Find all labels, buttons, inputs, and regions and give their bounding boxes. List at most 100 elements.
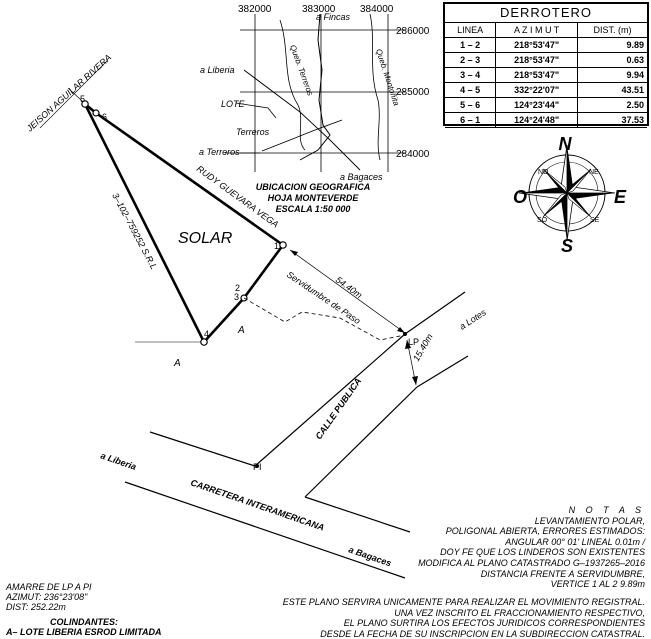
compass-o: O: [513, 187, 527, 207]
cell-dist: 2.50: [578, 98, 648, 113]
vertex-markers: [82, 101, 286, 345]
disclaimer-line: ESTE PLANO SERVIRA UNICAMENTE PARA REALI…: [225, 597, 645, 608]
compass-se: SE: [590, 217, 600, 224]
compass-rose-icon: [519, 145, 615, 241]
compass-e: E: [614, 187, 627, 207]
amarre-line: AMARRE DE LP A PI: [6, 582, 92, 592]
map-coord-x1: 382000: [238, 4, 272, 15]
lot-polygon: [85, 104, 283, 342]
cell-dist: 43.51: [578, 83, 648, 98]
table-row: 4 – 5 332°22'07" 43.51: [445, 83, 647, 98]
header-dist: DIST. (m): [578, 23, 648, 38]
servidumbre-label: Servidumbre de Paso: [285, 269, 362, 326]
table-row: 3 – 4 218°53'47" 9.94: [445, 68, 647, 83]
amarre-block: AMARRE DE LP A PI AZIMUT: 236°23'08" DIS…: [6, 582, 92, 612]
compass-n: N: [559, 134, 573, 154]
map-caption-2: HOJA MONTEVERDE: [268, 193, 360, 203]
amarre-line: DIST: 252.22m: [6, 602, 92, 612]
arrowhead-icon: [412, 376, 418, 385]
map-coord-x3: 384000: [360, 4, 394, 15]
lotes-road-north-edge: [405, 292, 465, 334]
cell-azimut: 124°23'44": [496, 98, 578, 113]
lotes-road-south-edge: [417, 356, 468, 387]
vertex-label-6: 6: [102, 112, 107, 122]
cell-azimut: 218°53'47": [496, 38, 578, 53]
map-label-liberia: a Liberia: [200, 65, 235, 75]
map-caption-3: ESCALA 1:50 000: [276, 204, 351, 214]
map-label-terreros: Terreros: [236, 127, 270, 137]
cell-linea: 2 – 3: [445, 53, 496, 68]
disclaimer-block: ESTE PLANO SERVIRA UNICAMENTE PARA REALI…: [225, 597, 645, 639]
calle-publica-west-edge: [255, 334, 405, 466]
colindantes-block: COLINDANTES: A– LOTE LIBERIA ESROD LIMIT…: [6, 617, 162, 637]
table-row: 2 – 3 218°53'47" 0.63: [445, 53, 647, 68]
cell-linea: 3 – 4: [445, 68, 496, 83]
compass-no: NO: [538, 169, 549, 176]
header-linea: LINEA: [445, 23, 496, 38]
cell-linea: 1 – 2: [445, 38, 496, 53]
notes-line: DOY FE QUE LOS LINDEROS SON EXISTENTES: [305, 547, 645, 558]
vertex-label-5: 5: [80, 94, 85, 104]
notes-line: DISTANCIA FRENTE A SERVIDUMBRE,: [305, 569, 645, 580]
compass-ne: NE: [589, 169, 599, 176]
vertex-6: [93, 110, 99, 116]
map-label-a-terreros: a Terreros: [199, 147, 240, 157]
derrotero-grid: LINEA A Z I M U T DIST. (m) 1 – 2 218°53…: [445, 23, 647, 128]
map-label-bagaces: a Bagaces: [340, 172, 383, 182]
cell-dist: 9.94: [578, 68, 648, 83]
calle-publica-east-edge: [305, 387, 417, 497]
solar-label: SOLAR: [178, 230, 233, 247]
header-azimut: A Z I M U T: [496, 23, 578, 38]
map-label-queb-terreros: Queb. Terreros: [288, 44, 315, 97]
notes-line: VERTICE 1 AL 2 9.89m: [305, 579, 645, 590]
map-label-fincas: a Fincas: [316, 12, 351, 22]
notes-line: ANGULAR 00° 01' LINEAL 0.01m /: [305, 537, 645, 548]
cell-linea: 5 – 6: [445, 98, 496, 113]
a-liberia-label: a Liberia: [99, 450, 137, 472]
amarre-line: AZIMUT: 236°23'08": [6, 592, 92, 602]
map-caption-1: UBICACION GEOGRAFICA: [256, 182, 371, 192]
notes-line: POLIGONAL ABIERTA, ERRORES ESTIMADOS:: [305, 526, 645, 537]
cell-dist: 37.53: [578, 113, 648, 128]
disclaimer-line: EL PLANO SURTIRA LOS EFECTOS JURIDICOS C…: [225, 618, 645, 629]
pi-label: PI: [253, 462, 262, 472]
cell-linea: 6 – 1: [445, 113, 496, 128]
cell-azimut: 218°53'47": [496, 53, 578, 68]
label-a-2: A: [237, 325, 245, 336]
dimension-54-label: 54.40m: [334, 275, 365, 301]
notes-line: MODIFICA AL PLANO CATASTRADO G–1937265–2…: [305, 558, 645, 569]
a-lotes-label: a Lotes: [458, 307, 489, 332]
cell-azimut: 332°22'07": [496, 83, 578, 98]
notes-line: LEVANTAMIENTO POLAR,: [305, 516, 645, 527]
colindantes-title: COLINDANTES:: [6, 617, 162, 627]
cell-azimut: 124°24'48": [496, 113, 578, 128]
vertex-1: [280, 242, 286, 248]
table-row: 5 – 6 124°23'44" 2.50: [445, 98, 647, 113]
notes-title: N O T A S: [305, 505, 645, 516]
neighbor-north-label: JEISON AGUILAR RIVERA: [24, 52, 113, 134]
derrotero-table: DERROTERO LINEA A Z I M U T DIST. (m) 1 …: [443, 2, 649, 126]
map-coord-y1: 286000: [396, 26, 430, 37]
disclaimer-line: DESDE LA FECHA DE SU INSCRIPCION EN LA S…: [225, 629, 645, 639]
carretera-north-edge-west: [150, 432, 255, 466]
label-a-1: A: [173, 358, 181, 369]
compass-s: S: [561, 236, 573, 256]
compass-so: SO: [537, 217, 548, 224]
vertex-4: [201, 339, 207, 345]
cell-dist: 9.89: [578, 38, 648, 53]
vertex-label-4: 4: [204, 329, 209, 339]
lp-label: LP: [408, 337, 419, 347]
derrotero-title: DERROTERO: [445, 4, 647, 23]
notes-block: N O T A S LEVANTAMIENTO POLAR, POLIGONAL…: [305, 505, 645, 590]
cell-linea: 4 – 5: [445, 83, 496, 98]
disclaimer-line: UNA VEZ INSCRITO EL FRACCIONAMIENTO RESP…: [225, 608, 645, 619]
table-row: 6 – 1 124°24'48" 37.53: [445, 113, 647, 128]
table-row: 1 – 2 218°53'47" 9.89: [445, 38, 647, 53]
cell-dist: 0.63: [578, 53, 648, 68]
vertex-label-3: 3: [234, 292, 239, 302]
map-label-lote: LOTE: [221, 99, 246, 109]
map-coord-y2: 285000: [396, 87, 430, 98]
vertex-label-1: 1: [274, 241, 279, 251]
map-coord-y3: 284000: [396, 149, 430, 160]
cell-azimut: 218°53'47": [496, 68, 578, 83]
